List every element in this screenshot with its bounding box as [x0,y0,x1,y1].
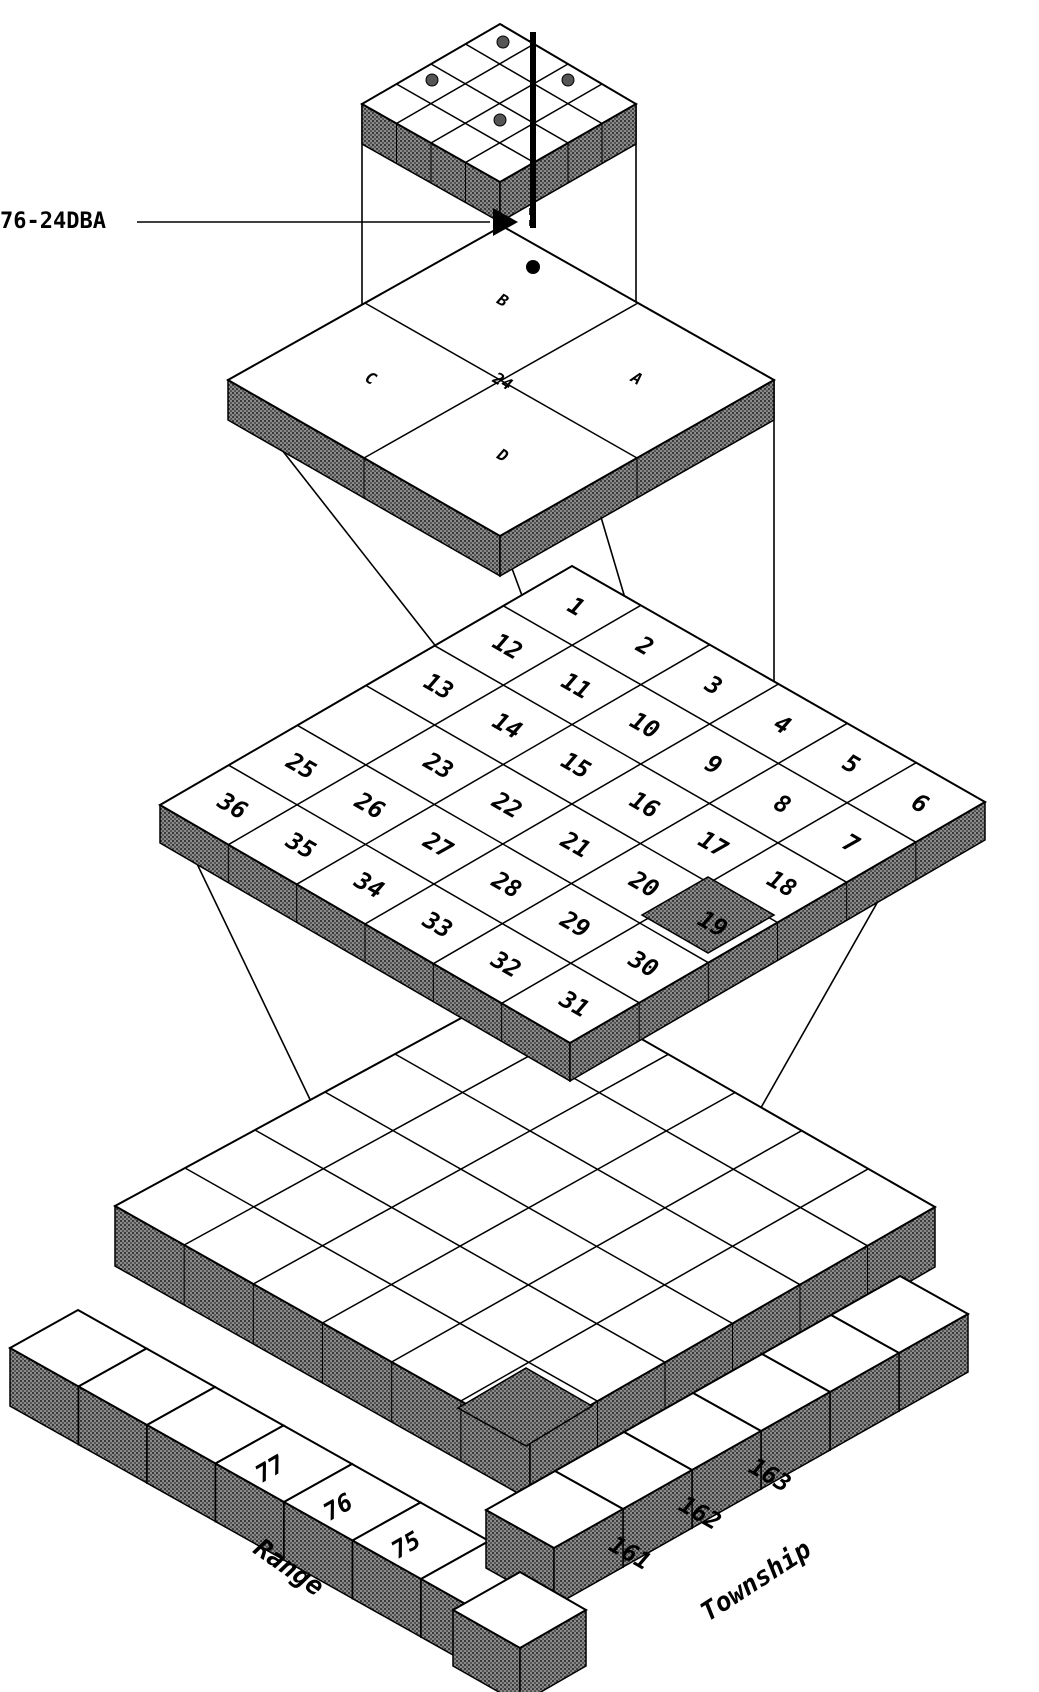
survey-point-icon [426,74,438,86]
well-casing-icon [530,32,536,228]
township-section-grid: 6543217891011121817161514131920212223302… [160,566,985,1081]
location-callout: 76-24DBA [0,208,518,236]
callout-label: 76-24DBA [0,209,106,234]
survey-point-icon [562,74,574,86]
survey-point-icon [494,114,506,126]
well-point-icon [526,260,540,274]
township-caption: Township [695,1535,816,1628]
quarter-quarter-grid [362,24,636,222]
quarter-grid [228,226,774,576]
survey-point-icon [497,36,509,48]
